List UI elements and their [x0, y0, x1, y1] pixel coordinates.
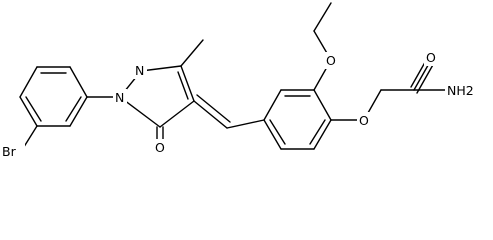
bond	[226, 119, 265, 129]
bond	[263, 119, 282, 150]
bond	[193, 100, 228, 129]
bond	[313, 2, 332, 32]
bond	[196, 94, 231, 123]
bond	[309, 119, 326, 145]
bond	[69, 66, 88, 98]
bond	[416, 62, 435, 94]
bond	[313, 89, 332, 121]
bond	[19, 96, 38, 127]
bond	[159, 100, 195, 128]
atom-label-nitrogen: N	[115, 90, 124, 105]
bond	[263, 89, 282, 121]
bond	[180, 65, 195, 102]
bond-set	[19, 2, 447, 151]
atom-label-nitrogen: N	[135, 63, 144, 78]
atom-label-oxygen: O	[326, 53, 336, 68]
atom-label-oxygen: O	[359, 113, 369, 128]
bond	[180, 39, 204, 67]
bond	[140, 65, 182, 72]
bond	[313, 119, 332, 150]
atom-labels: Br N N O O O O NH2	[1, 49, 483, 160]
atom-label-oxygen: O	[426, 50, 436, 65]
atom-label-oxygen: O	[155, 140, 165, 155]
bond	[25, 96, 42, 122]
bond	[19, 66, 38, 98]
structure-drawing: Br N N O O O O NH2	[1, 2, 483, 160]
bond	[69, 96, 88, 127]
bond	[65, 96, 82, 122]
molecule-diagram: Br N N O O O O NH2	[1, 2, 483, 160]
atom-label-amine: NH2	[447, 83, 474, 98]
atom-label-bromine: Br	[2, 144, 17, 159]
bond	[177, 71, 189, 100]
bond	[269, 119, 286, 145]
